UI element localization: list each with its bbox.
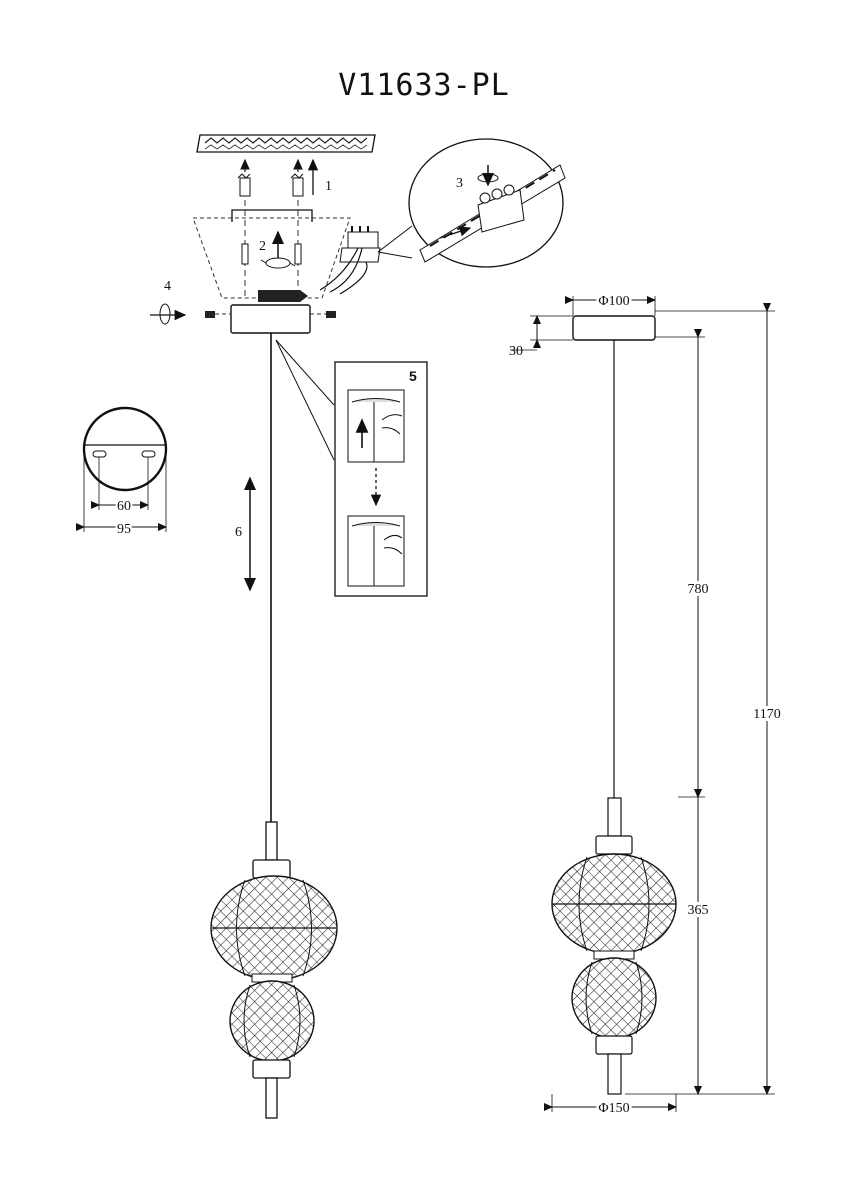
step-1-label: 1 <box>325 179 332 194</box>
shade-diameter-label: Φ150 <box>598 1101 629 1116</box>
step-3-label: 3 <box>456 176 463 191</box>
pendant-lamp-left <box>210 821 338 1119</box>
canopy-height-label: 30 <box>509 344 523 359</box>
wall-anchor-right <box>290 158 304 197</box>
cable-length-label: 780 <box>688 582 709 597</box>
page-title: V11633-PL <box>338 68 510 103</box>
side-screw-left <box>150 303 231 325</box>
mounting-bracket <box>192 200 351 300</box>
ceiling-section <box>196 134 376 153</box>
shade-height-label: 365 <box>688 903 709 918</box>
driver-box <box>258 290 308 302</box>
mounting-plate-detail <box>76 406 168 532</box>
canopy-diameter-label: Φ100 <box>598 294 629 309</box>
dimension-drawing <box>510 296 775 1112</box>
step-4-label: 4 <box>164 279 171 294</box>
side-screw-right <box>310 311 336 318</box>
total-height-label: 1170 <box>753 707 780 722</box>
step-6-label: 6 <box>235 525 242 540</box>
mount-plate-diameter-label: 95 <box>117 522 131 537</box>
step-5-label: 5 <box>409 368 417 384</box>
terminal-block <box>319 226 381 295</box>
mount-hole-spacing-label: 60 <box>117 499 131 514</box>
cable-grip-detail <box>275 339 428 597</box>
terminal-detail-bubble <box>377 138 566 268</box>
step-2-label: 2 <box>259 239 266 254</box>
canopy <box>230 304 311 334</box>
wall-anchor-left <box>237 158 251 197</box>
